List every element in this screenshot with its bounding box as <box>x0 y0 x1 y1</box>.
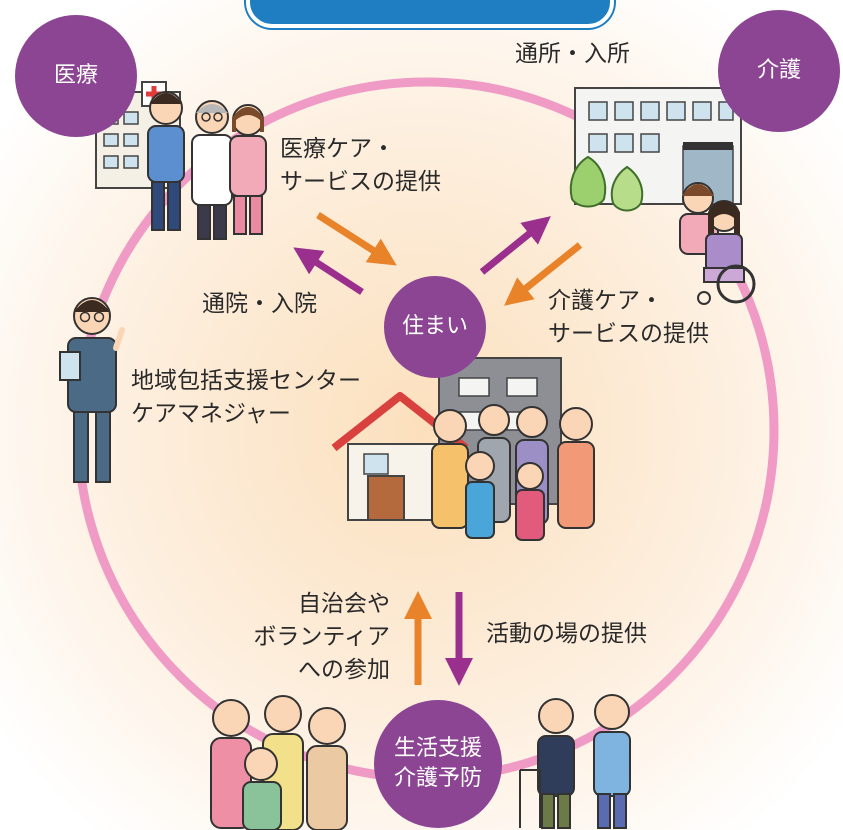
node-seikatsu-line-1: 生活支援 <box>393 736 482 761</box>
label-center: 地域包括支援センター ケアマネジャー <box>131 365 361 431</box>
node-iryo-label: 医療 <box>53 63 98 88</box>
label-iryo-care: 医療ケア・ サービスの提供 <box>280 133 441 199</box>
nurse-icon <box>147 91 185 231</box>
label-center-line-2: ケアマネジャー <box>131 401 291 427</box>
shrub-icon <box>569 155 607 208</box>
family-group-icon <box>431 404 595 541</box>
node-iryo: 医療 <box>15 15 137 137</box>
label-tsuin: 通院・入院 <box>202 291 317 317</box>
label-iryo-care-line-1: 医療ケア・ <box>280 136 395 162</box>
node-sumai: 住まい <box>384 276 486 378</box>
node-kaigo-label: 介護 <box>756 58 801 83</box>
label-jichikai-line-3: への参加 <box>298 657 390 683</box>
arrow-iryo-care <box>316 212 397 266</box>
node-sumai-label: 住まい <box>401 314 468 339</box>
label-tsusho: 通所・入所 <box>515 41 630 67</box>
elderly-group-icon <box>210 695 348 830</box>
nurse-icon <box>229 104 267 235</box>
label-katsudo: 活動の場の提供 <box>486 621 647 647</box>
arrow-tsusho <box>479 216 551 275</box>
label-center-line-1: 地域包括支援センター <box>131 368 361 394</box>
care-manager-icon <box>59 297 125 483</box>
arrow-tsuin <box>293 247 364 295</box>
label-kaigo-care: 介護ケア・ サービスの提供 <box>548 285 709 351</box>
label-iryo-care-line-2: サービスの提供 <box>280 169 441 195</box>
wheelchair-user-icon <box>697 200 756 305</box>
shrub-icon <box>610 165 644 212</box>
label-jichikai-line-1: 自治会や <box>298 591 390 617</box>
elderly-walker-icon <box>519 694 631 829</box>
node-seikatsu: 生活支援 介護予防 <box>374 700 502 828</box>
arrow-kaigo-care <box>504 242 583 306</box>
node-kaigo: 介護 <box>718 10 840 132</box>
label-kaigo-care-line-2: サービスの提供 <box>548 321 709 347</box>
title-tab <box>246 0 614 28</box>
label-jichikai: 自治会や ボランティア への参加 <box>230 588 390 687</box>
doctor-icon <box>191 100 233 240</box>
label-jichikai-line-2: ボランティア <box>253 624 390 650</box>
label-kaigo-care-line-1: 介護ケア・ <box>548 288 663 314</box>
node-seikatsu-line-2: 介護予防 <box>393 766 482 791</box>
